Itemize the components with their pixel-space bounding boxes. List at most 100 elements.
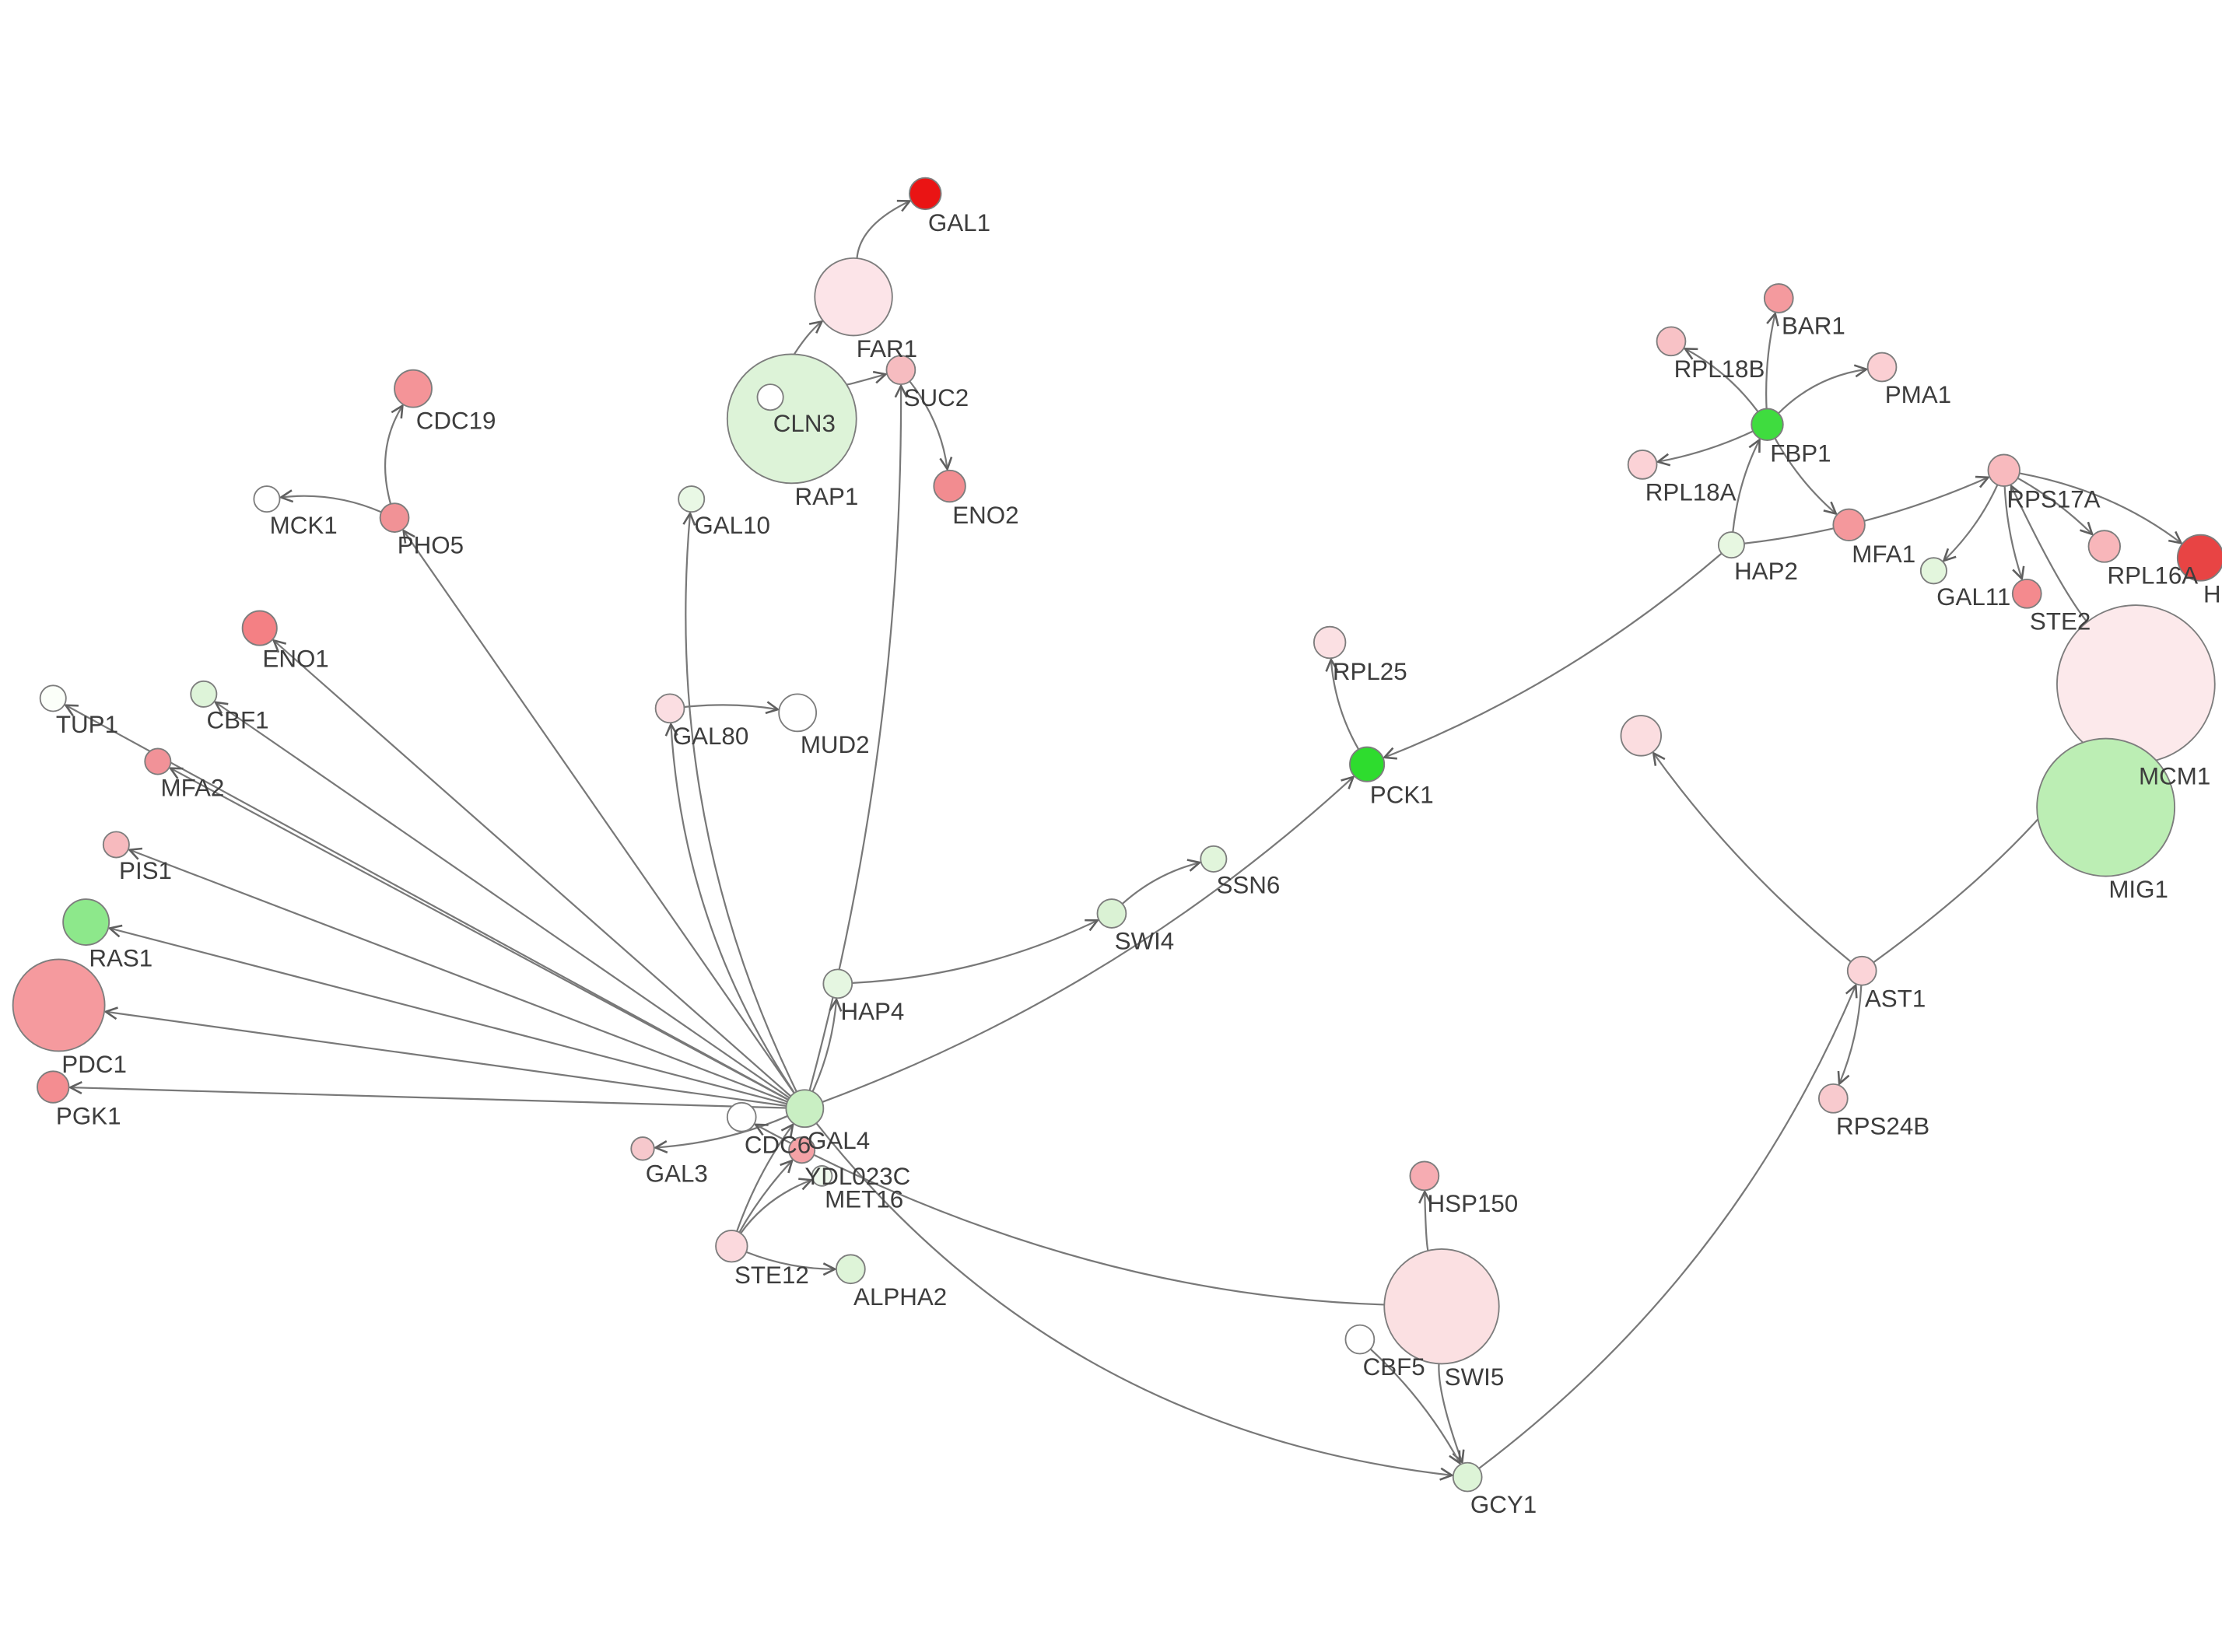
node-rap1[interactable] xyxy=(726,353,857,485)
edge-gal4-cbf1 xyxy=(213,701,790,1099)
node-ast1[interactable] xyxy=(1846,955,1877,986)
node-alpha2[interactable] xyxy=(836,1254,866,1285)
node-node54[interactable] xyxy=(1620,715,1662,757)
node-ste12[interactable] xyxy=(715,1230,748,1263)
node-label-mfa1: MFA1 xyxy=(1852,541,1915,568)
edge-fbp1-rpl18a xyxy=(1656,430,1754,467)
node-label-cbf1: CBF1 xyxy=(207,707,269,734)
node-label-gal10: GAL10 xyxy=(694,512,770,539)
edge-swi5-cdc6 xyxy=(753,1123,1385,1306)
node-eno2[interactable] xyxy=(933,469,966,503)
node-label-hap4: HAP4 xyxy=(840,998,904,1025)
node-label-alpha2: ALPHA2 xyxy=(853,1283,947,1311)
node-label-gal4: GAL4 xyxy=(808,1127,870,1154)
node-rps24b[interactable] xyxy=(1817,1083,1849,1114)
edge-mcm1-rps17a xyxy=(2010,484,2088,623)
node-gal3[interactable] xyxy=(630,1136,655,1161)
edge-rps17a-ste2 xyxy=(2003,485,2025,581)
nodes-layer xyxy=(12,177,2222,1493)
node-gal10[interactable] xyxy=(678,485,706,513)
node-label-rap1: RAP1 xyxy=(794,483,858,510)
node-his4[interactable] xyxy=(2176,534,2222,582)
node-cdc6[interactable] xyxy=(726,1101,757,1132)
edge-hap2-pck1 xyxy=(1382,552,1723,760)
node-label-met16: MET16 xyxy=(825,1185,903,1213)
node-pgk1[interactable] xyxy=(37,1070,70,1104)
node-eno1[interactable] xyxy=(241,610,278,646)
node-rps17a[interactable] xyxy=(1987,453,2020,487)
node-ydl023c[interactable] xyxy=(788,1136,816,1164)
edge-fbp1-bar1 xyxy=(1765,311,1779,409)
node-pho5[interactable] xyxy=(379,502,410,533)
node-suc2[interactable] xyxy=(885,355,916,386)
edge-gal4-gcy1 xyxy=(815,1122,1454,1481)
node-hsp150[interactable] xyxy=(1409,1160,1440,1192)
node-hap4[interactable] xyxy=(822,968,853,999)
node-label-tup1: TUP1 xyxy=(56,711,118,738)
node-fbp1[interactable] xyxy=(1751,408,1784,441)
node-mck1[interactable] xyxy=(253,485,281,513)
node-label-pis1: PIS1 xyxy=(119,857,172,884)
node-label-rpl16a: RPL16A xyxy=(2107,562,2198,589)
node-label-suc2: SUC2 xyxy=(904,384,969,411)
node-rpl16a[interactable] xyxy=(2087,530,2121,563)
edge-gal4-gal3 xyxy=(653,1115,788,1154)
node-label-rpl18a: RPL18A xyxy=(1645,478,1737,506)
node-mfa2[interactable] xyxy=(144,747,172,775)
node-label-ydl023c: YDL023C xyxy=(804,1163,910,1190)
edge-gcy1-ast1 xyxy=(1478,983,1858,1469)
node-gal1[interactable] xyxy=(909,177,942,211)
node-gcy1[interactable] xyxy=(1452,1461,1483,1493)
node-label-pck1: PCK1 xyxy=(1370,781,1434,808)
edge-gal4-gal10 xyxy=(682,511,797,1093)
node-far1[interactable] xyxy=(814,257,893,337)
node-rpl18b[interactable] xyxy=(1656,326,1687,357)
node-label-fbp1: FBP1 xyxy=(1770,440,1831,467)
node-cbf5[interactable] xyxy=(1344,1324,1376,1355)
node-gal80[interactable] xyxy=(654,693,685,724)
edge-gal4-tup1 xyxy=(63,704,789,1101)
node-rpl25[interactable] xyxy=(1313,625,1347,660)
node-rpl18a[interactable] xyxy=(1627,450,1658,480)
node-label-gal1: GAL1 xyxy=(928,209,990,236)
node-pma1[interactable] xyxy=(1866,352,1898,383)
node-cbf1[interactable] xyxy=(190,680,218,708)
edge-rps17a-rpl16a xyxy=(2017,477,2094,536)
node-cdc19[interactable] xyxy=(394,369,433,408)
node-hap2[interactable] xyxy=(1717,531,1745,559)
node-cln3[interactable] xyxy=(756,383,784,411)
node-pck1[interactable] xyxy=(1349,746,1386,782)
edge-rps17a-his4 xyxy=(2019,472,2183,544)
node-tup1[interactable] xyxy=(39,684,67,712)
node-swi5[interactable] xyxy=(1383,1248,1500,1365)
node-met16[interactable] xyxy=(811,1165,833,1187)
node-gal11[interactable] xyxy=(1919,557,1947,585)
node-label-gal11: GAL11 xyxy=(1936,583,2010,611)
node-ssn6[interactable] xyxy=(1200,845,1228,873)
node-label-mcm1: MCM1 xyxy=(2139,763,2210,790)
node-label-bar1: BAR1 xyxy=(1782,313,1845,340)
node-label-rps24b: RPS24B xyxy=(1836,1112,1929,1139)
node-swi4[interactable] xyxy=(1096,898,1127,929)
node-ras1[interactable] xyxy=(62,898,110,946)
node-mig1[interactable] xyxy=(2036,737,2176,877)
node-mud2[interactable] xyxy=(778,693,818,733)
edge-far1-gal1 xyxy=(856,199,912,259)
node-label-pdc1: PDC1 xyxy=(61,1051,127,1078)
node-gal4[interactable] xyxy=(785,1089,825,1129)
node-mfa1[interactable] xyxy=(1832,508,1866,542)
node-pis1[interactable] xyxy=(102,831,130,859)
edge-gal4-gal80 xyxy=(664,722,796,1094)
edge-swi5-hsp150 xyxy=(1418,1189,1432,1251)
node-pdc1[interactable] xyxy=(12,958,106,1052)
edge-suc2-eno2 xyxy=(909,380,953,471)
edges-layer xyxy=(63,199,2183,1481)
node-ste2[interactable] xyxy=(2011,578,2042,609)
node-label-gal3: GAL3 xyxy=(646,1160,708,1187)
edge-ste12-gal4 xyxy=(736,1122,794,1232)
node-bar1[interactable] xyxy=(1763,283,1794,313)
edge-ste12-met16 xyxy=(740,1178,814,1234)
edge-pho5-cdc19 xyxy=(384,404,404,505)
